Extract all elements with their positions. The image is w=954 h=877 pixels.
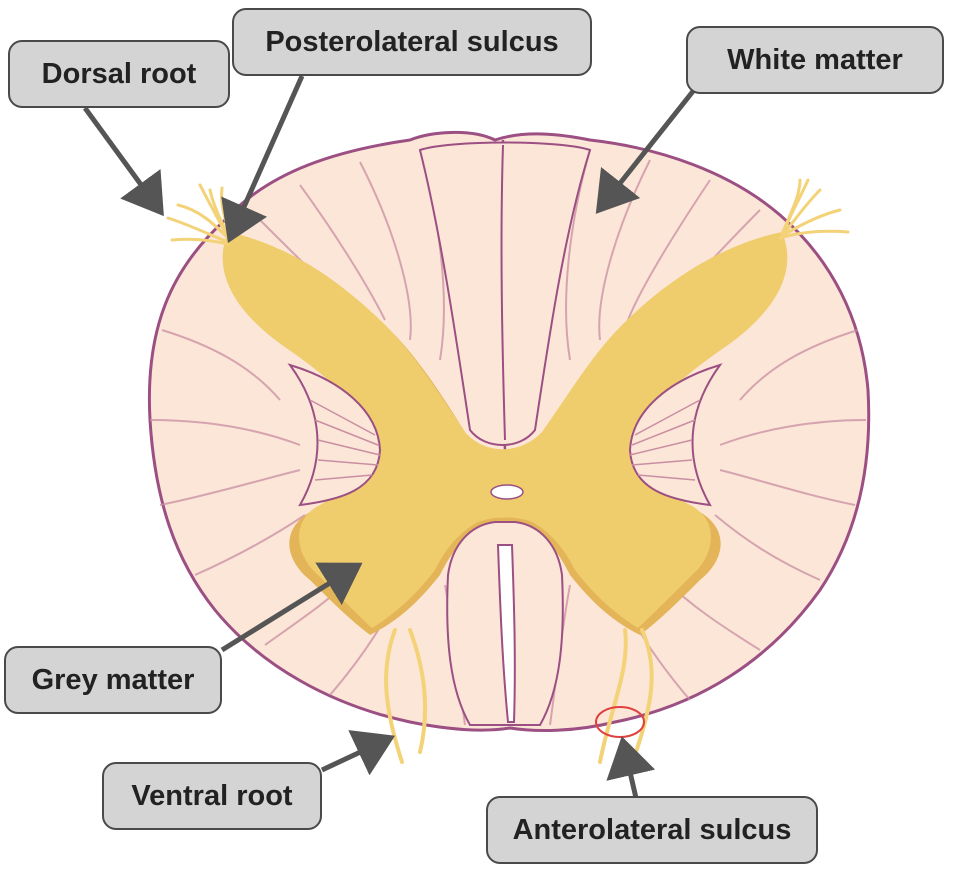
label-anterolateral-sulcus: Anterolateral sulcus [486,796,818,864]
grey-matter-shape [222,232,788,628]
dorsal-white-column [418,141,592,446]
arrow-white-matter [595,88,696,214]
label-white-matter: White matter [686,26,944,94]
label-grey-matter: Grey matter [4,646,222,714]
anterior-median-fissure [496,544,516,723]
arrow-anterolateral-sulcus [606,736,656,799]
label-ventral-root: Ventral root [102,762,322,830]
posterior-median-sulcus [500,144,506,441]
arrow-posterolateral-sulcus [221,74,305,244]
leader-arrows [82,74,696,799]
arrow-grey-matter [220,562,363,653]
dorsal-root-right [778,178,850,240]
central-canal [490,484,524,500]
label-dorsal-root: Dorsal root [8,40,230,108]
label-posterolateral-sulcus: Posterolateral sulcus [232,8,592,76]
ventral-root-left [384,628,428,764]
arrow-dorsal-root [82,106,164,217]
lateral-white-fan-left [287,363,382,507]
arrow-ventral-root [320,730,396,776]
lateral-white-fan-right [628,363,723,507]
